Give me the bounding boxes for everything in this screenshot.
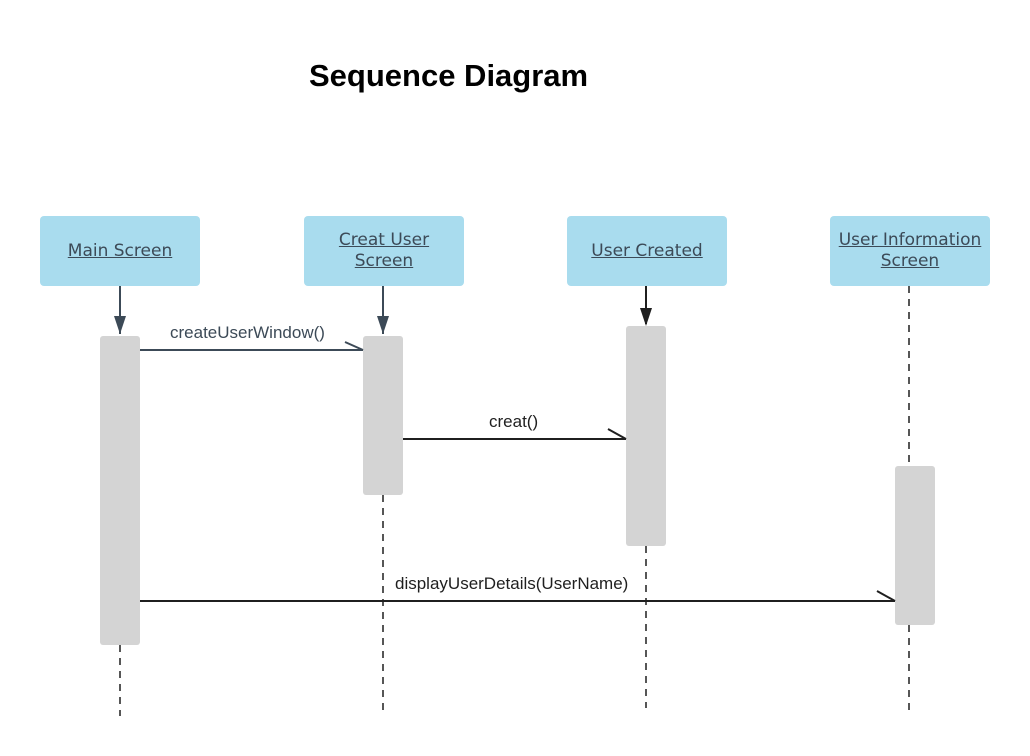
- participant-label: Creat User Screen: [338, 230, 430, 271]
- message-arrowhead-displayuserdetails: [876, 590, 896, 602]
- arrowhead-creat-user-screen: [377, 316, 389, 334]
- message-label-creat: creat(): [489, 412, 539, 431]
- message-label-createuserwindow: createUserWindow(): [170, 323, 325, 342]
- activation-creat-user-screen: [363, 336, 403, 495]
- participant-main-screen[interactable]: Main Screen: [40, 216, 200, 286]
- diagram-title: Sequence Diagram: [309, 58, 589, 93]
- arrowhead-main-screen: [114, 316, 126, 334]
- activation-main-screen: [100, 336, 140, 645]
- message-arrowhead-creat: [607, 428, 627, 440]
- message-arrowhead-createuserwindow: [344, 341, 364, 351]
- participant-label: User Information Screen: [838, 230, 982, 271]
- activation-user-information-screen: [895, 466, 935, 625]
- participant-label: User Created: [591, 240, 703, 261]
- arrowhead-user-created: [640, 308, 652, 326]
- participant-label: Main Screen: [67, 240, 173, 261]
- participant-user-information-screen[interactable]: User Information Screen: [830, 216, 990, 286]
- participant-creat-user-screen[interactable]: Creat User Screen: [304, 216, 464, 286]
- activation-user-created: [626, 326, 666, 546]
- message-label-displayuserdetails: displayUserDetails(UserName): [395, 574, 629, 593]
- participant-user-created[interactable]: User Created: [567, 216, 727, 286]
